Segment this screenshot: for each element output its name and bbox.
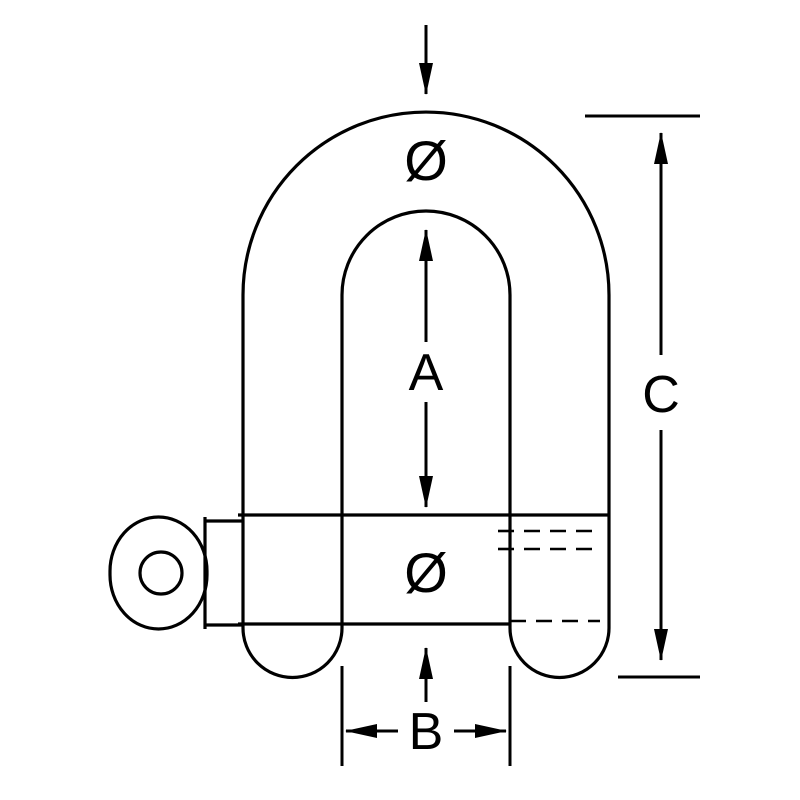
shackle-body bbox=[241, 110, 611, 680]
dim-a-label: A bbox=[409, 344, 444, 402]
pin-diameter-label: Ø bbox=[404, 541, 448, 604]
pin-collar bbox=[203, 517, 244, 629]
dim-b-label: B bbox=[409, 703, 444, 761]
bow-diameter-label: Ø bbox=[404, 129, 448, 192]
dimension-lines bbox=[340, 25, 700, 766]
drawing-lines bbox=[108, 110, 611, 680]
pin-head-hole bbox=[138, 550, 184, 596]
dim-c-label: C bbox=[642, 366, 680, 424]
